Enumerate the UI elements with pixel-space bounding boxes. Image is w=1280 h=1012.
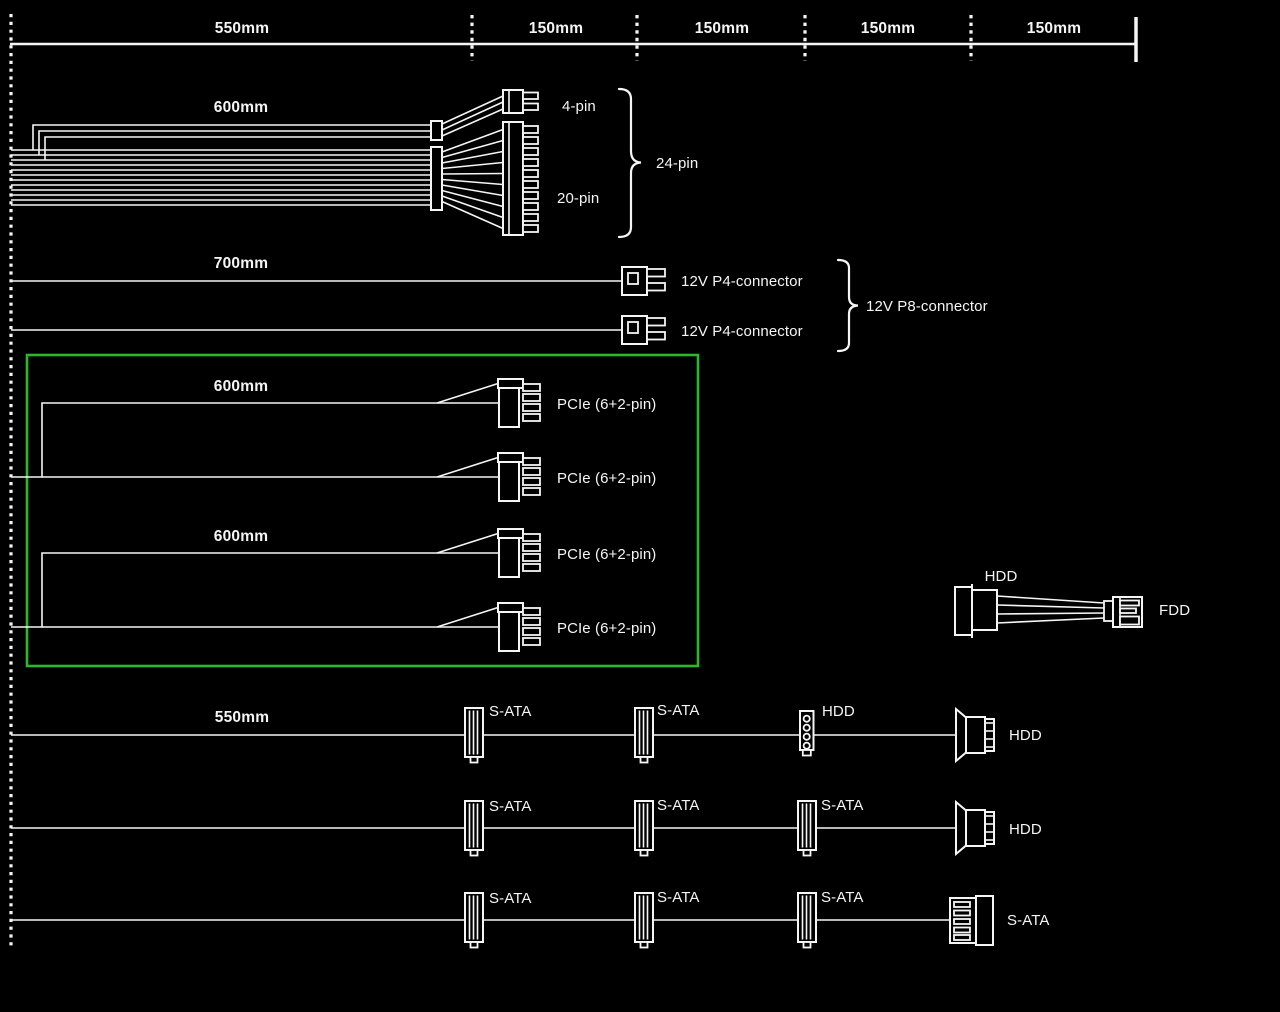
cable1-hdd-connector <box>799 710 815 757</box>
cpu-12v-cable: 700mm 12V P4-connector 12V P4-connector … <box>11 255 988 353</box>
cable1-end-label: HDD <box>1009 727 1042 744</box>
pcie-label-1: PCIe (6+2-pin) <box>557 396 656 413</box>
adapter-hdd-connector <box>954 584 998 638</box>
p4-connector-bottom <box>621 315 666 345</box>
cable3-sata-label-1: S-ATA <box>489 890 531 907</box>
p4-connector-top <box>621 266 666 296</box>
atx-20pin-fanout <box>441 128 504 230</box>
cable2-end-label: HDD <box>1009 821 1042 838</box>
cable1-sata-label-2: S-ATA <box>657 702 699 719</box>
p8-brace <box>836 258 859 353</box>
cpu-length-label: 700mm <box>214 255 268 272</box>
cable1-sata-connector-2 <box>634 707 654 764</box>
atx-length-label: 600mm <box>214 99 268 116</box>
ruler-label-150mm-4: 150mm <box>1027 20 1081 37</box>
cable3-sata-connector-2 <box>634 892 654 949</box>
cable3-end-label: S-ATA <box>1007 912 1049 929</box>
atx-20pin-label: 20-pin <box>557 190 599 207</box>
cable2-end-hdd-connector <box>955 801 995 855</box>
cable2-sata-label-1: S-ATA <box>489 798 531 815</box>
cable2-sata-label-2: S-ATA <box>657 797 699 814</box>
ruler-label-150mm-3: 150mm <box>861 20 915 37</box>
peripheral-cable-3: S-ATA S-ATA S-ATA S-ATA <box>11 889 1049 949</box>
atx-20pin-cable-clip <box>430 146 443 211</box>
pcie-label-2: PCIe (6+2-pin) <box>557 470 656 487</box>
cable2-sata-connector-3 <box>797 800 817 857</box>
atx-4pin-cable-clip <box>430 120 443 141</box>
adapter-fdd-connector <box>1103 596 1143 628</box>
ruler-label-150mm-1: 150mm <box>529 20 583 37</box>
cable1-length-label: 550mm <box>215 709 269 726</box>
cable3-sata-connector-3 <box>797 892 817 949</box>
hdd-fdd-adapter-cable: HDD FDD <box>954 568 1190 638</box>
peripheral-cable-1: 550mm S-ATA S-ATA HDD HDD <box>11 702 1042 764</box>
cable3-end-sata-connector <box>949 895 994 946</box>
cable3-sata-label-3: S-ATA <box>821 889 863 906</box>
cable2-sata-connector-1 <box>464 800 484 857</box>
atx-4pin-label: 4-pin <box>562 98 596 115</box>
p8-label: 12V P8-connector <box>866 298 988 315</box>
pcie-cable-group: 600mm PCIe (6+2-pin) PCIe (6+2-pin) 600m… <box>11 353 700 668</box>
atx-24pin-brace <box>617 87 642 239</box>
atx-wire-bundle <box>11 149 431 206</box>
pcie-cable-a-wire-1 <box>11 402 500 478</box>
atx-24pin-label: 24-pin <box>656 155 698 172</box>
adapter-wires <box>996 595 1105 624</box>
adapter-fdd-label: FDD <box>1159 602 1190 619</box>
atx-24pin-cable: 600mm <box>11 87 698 239</box>
pcie-cable-b-wire-1 <box>11 552 500 628</box>
cable1-sata-label-1: S-ATA <box>489 703 531 720</box>
pcie-cable-b-length-label: 600mm <box>214 528 268 545</box>
peripheral-cable-2: S-ATA S-ATA S-ATA HDD <box>11 797 1042 857</box>
cable2-sata-label-3: S-ATA <box>821 797 863 814</box>
cable2-sata-connector-2 <box>634 800 654 857</box>
highlight-box <box>25 353 700 668</box>
ruler-label-150mm-2: 150mm <box>695 20 749 37</box>
cable1-sata-connector-1 <box>464 707 484 764</box>
cable1-end-hdd-connector <box>955 708 995 762</box>
pcie-cable-a-length-label: 600mm <box>214 378 268 395</box>
p4-label-bottom: 12V P4-connector <box>681 323 803 340</box>
atx-20pin-connector <box>502 121 539 236</box>
atx-4pin-connector <box>502 89 539 114</box>
cable1-hdd-label: HDD <box>822 703 855 720</box>
dimension-ruler: 550mm 150mm 150mm 150mm 150mm <box>9 14 1138 948</box>
adapter-hdd-label: HDD <box>985 568 1018 585</box>
atx-4pin-fanout <box>441 95 504 137</box>
cable3-sata-label-2: S-ATA <box>657 889 699 906</box>
cable3-sata-connector-1 <box>464 892 484 949</box>
atx-4pin-wires <box>32 124 431 160</box>
p4-label-top: 12V P4-connector <box>681 273 803 290</box>
pcie-label-3: PCIe (6+2-pin) <box>557 546 656 563</box>
ruler-label-550mm: 550mm <box>215 20 269 37</box>
pcie-label-4: PCIe (6+2-pin) <box>557 620 656 637</box>
